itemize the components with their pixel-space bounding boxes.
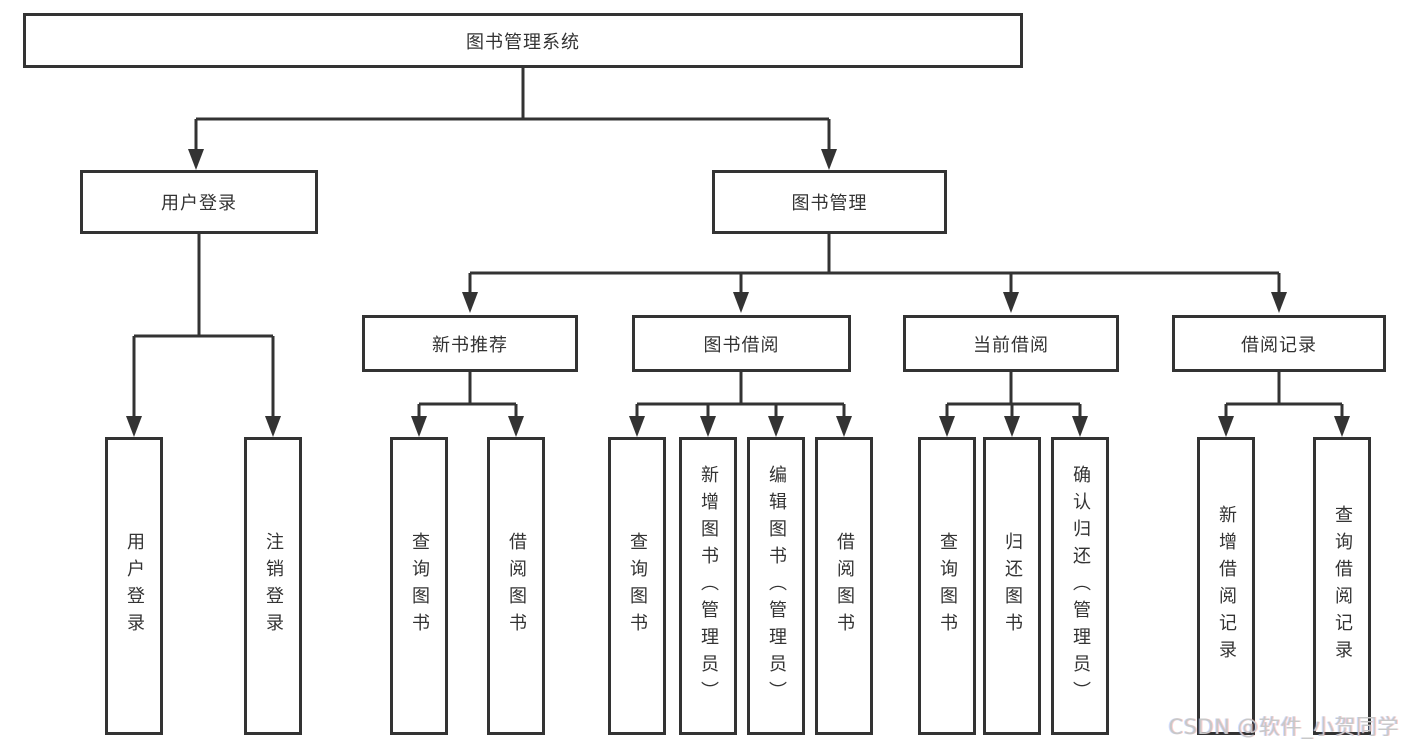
node-leaf-bb-add-books: 新增图书（管理员） [679, 437, 737, 735]
node-leaf-user-login-label: 用户登录 [124, 532, 145, 640]
node-leaf-br-query-record: 查询借阅记录 [1313, 437, 1371, 735]
node-leaf-nbr-borrow-books: 借阅图书 [487, 437, 545, 735]
arrowhead-icon-leaves [411, 416, 1350, 437]
arrowhead-icon-level1 [188, 149, 837, 170]
arrowhead-icon-userlogin [126, 416, 281, 437]
node-book-management: 图书管理 [712, 170, 947, 234]
node-new-book-recommend: 新书推荐 [362, 315, 578, 372]
connector-bookmgmt-to-level2 [468, 234, 1281, 294]
node-root: 图书管理系统 [23, 13, 1023, 68]
node-leaf-bb-borrow-books-label: 借阅图书 [834, 532, 855, 640]
connector-userlogin-to-leaves [132, 234, 275, 418]
connector-borrowing-to-leaves [635, 372, 846, 418]
node-user-login-label: 用户登录 [161, 193, 237, 214]
node-current-borrowing: 当前借阅 [903, 315, 1119, 372]
node-leaf-nbr-query-books-label: 查询图书 [409, 532, 430, 640]
node-leaf-logout: 注销登录 [244, 437, 302, 735]
node-new-book-recommend-label: 新书推荐 [432, 334, 508, 356]
node-book-borrowing: 图书借阅 [632, 315, 851, 372]
node-leaf-bb-query-books: 查询图书 [608, 437, 666, 735]
connector-current-to-leaves [945, 372, 1082, 418]
node-leaf-nbr-query-books: 查询图书 [390, 437, 448, 735]
node-book-management-label: 图书管理 [791, 193, 868, 214]
node-root-label: 图书管理系统 [466, 31, 580, 53]
node-book-borrowing-label: 图书借阅 [703, 334, 780, 356]
node-leaf-user-login: 用户登录 [105, 437, 163, 735]
node-leaf-br-add-record-label: 新增借阅记录 [1216, 505, 1237, 667]
node-leaf-cb-query-books: 查询图书 [918, 437, 976, 735]
node-leaf-cb-confirm-return-label: 确认归还（管理员） [1070, 464, 1091, 708]
node-leaf-bb-edit-books: 编辑图书（管理员） [747, 437, 805, 735]
node-leaf-br-query-record-label: 查询借阅记录 [1332, 505, 1353, 667]
node-leaf-logout-label: 注销登录 [263, 532, 284, 640]
node-leaf-cb-return-books-label: 归还图书 [1002, 532, 1023, 640]
node-borrowing-records-label: 借阅记录 [1241, 334, 1317, 356]
node-leaf-cb-return-books: 归还图书 [983, 437, 1041, 735]
node-leaf-bb-add-books-label: 新增图书（管理员） [698, 464, 719, 708]
node-leaf-bb-query-books-label: 查询图书 [627, 532, 648, 640]
node-leaf-br-add-record: 新增借阅记录 [1197, 437, 1255, 735]
node-leaf-nbr-borrow-books-label: 借阅图书 [506, 532, 527, 640]
node-leaf-cb-query-books-label: 查询图书 [937, 532, 958, 640]
node-leaf-bb-borrow-books: 借阅图书 [815, 437, 873, 735]
node-borrowing-records: 借阅记录 [1172, 315, 1386, 372]
node-current-borrowing-label: 当前借阅 [973, 334, 1049, 356]
connector-records-to-leaves [1224, 372, 1344, 418]
connector-newbook-to-leaves [417, 372, 518, 418]
node-user-login: 用户登录 [80, 170, 318, 234]
connector-root-to-level1 [194, 68, 831, 151]
node-leaf-bb-edit-books-label: 编辑图书（管理员） [766, 464, 787, 708]
node-leaf-cb-confirm-return: 确认归还（管理员） [1051, 437, 1109, 735]
arrowhead-icon-level2 [462, 292, 1287, 313]
csdn-watermark: CSDN @软件_小贺同学 [1168, 715, 1399, 739]
